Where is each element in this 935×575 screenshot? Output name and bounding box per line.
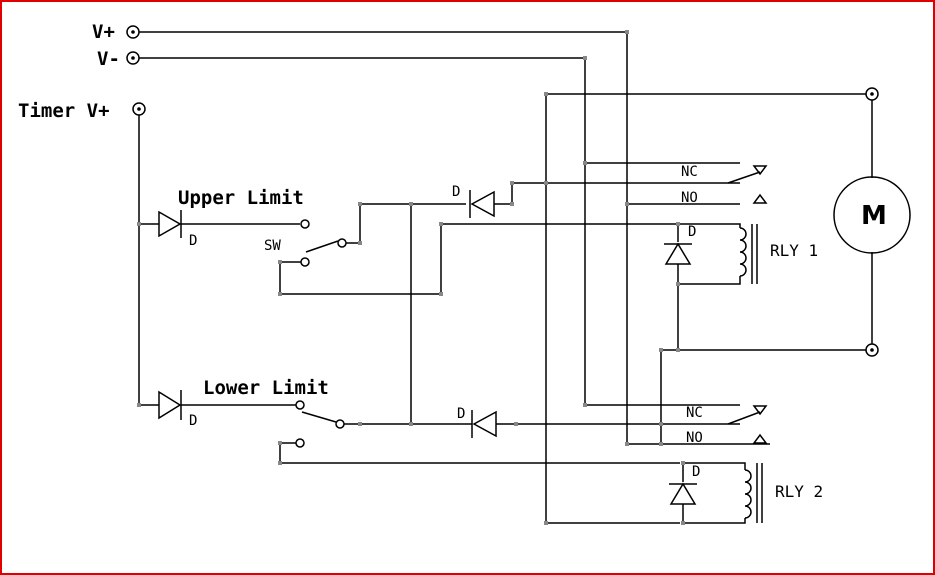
relay2-nc-label: NC xyxy=(686,405,703,421)
relay1-snubber-label: D xyxy=(688,224,696,240)
switch-label: SW xyxy=(264,238,281,254)
upper-limit-switch xyxy=(240,203,680,295)
lower-diode xyxy=(158,390,245,420)
relay1-coil xyxy=(678,223,758,285)
relay1-feed-diode-label: D xyxy=(452,184,460,200)
relay2-snubber-diode xyxy=(669,463,697,523)
relay2-feed-diode xyxy=(471,410,740,438)
relay2-feed-diode-label: D xyxy=(457,406,465,422)
v-plus-terminal xyxy=(126,25,140,39)
lower-limit-label: Lower Limit xyxy=(203,377,329,399)
relay2-label: RLY 2 xyxy=(775,482,823,501)
relay1-label: RLY 1 xyxy=(770,241,818,260)
timer-feed xyxy=(138,115,159,406)
relay2-coil xyxy=(683,462,763,524)
v-minus-label: V- xyxy=(97,48,120,70)
relay1-no-label: NO xyxy=(681,190,698,206)
motor-label: M xyxy=(861,201,887,231)
junction-nodes xyxy=(137,30,685,525)
motor-symbol xyxy=(833,176,911,254)
upper-diode-label: D xyxy=(189,233,197,249)
relay2-snubber-label: D xyxy=(692,464,700,480)
v-plus-label: V+ xyxy=(92,21,115,43)
supply-rails xyxy=(139,31,770,445)
relay2-contacts xyxy=(680,404,768,444)
timer-v-plus-label: Timer V+ xyxy=(18,100,110,122)
relay1-snubber-diode xyxy=(664,224,692,350)
upper-diode xyxy=(158,210,240,238)
motor-bottom-terminal xyxy=(865,343,879,357)
motor-wiring xyxy=(545,93,873,524)
motor-top-terminal xyxy=(865,87,879,101)
relay2-no-label: NO xyxy=(686,430,703,446)
relay1-nc-label: NC xyxy=(681,164,698,180)
relay1-contacts xyxy=(680,162,768,205)
upper-limit-label: Upper Limit xyxy=(178,187,304,209)
lower-limit-switch xyxy=(245,400,680,464)
lower-diode-label: D xyxy=(189,413,197,429)
timer-v-plus-terminal xyxy=(132,102,146,116)
v-minus-terminal xyxy=(126,51,140,65)
relay1-feed-diode xyxy=(469,182,740,218)
